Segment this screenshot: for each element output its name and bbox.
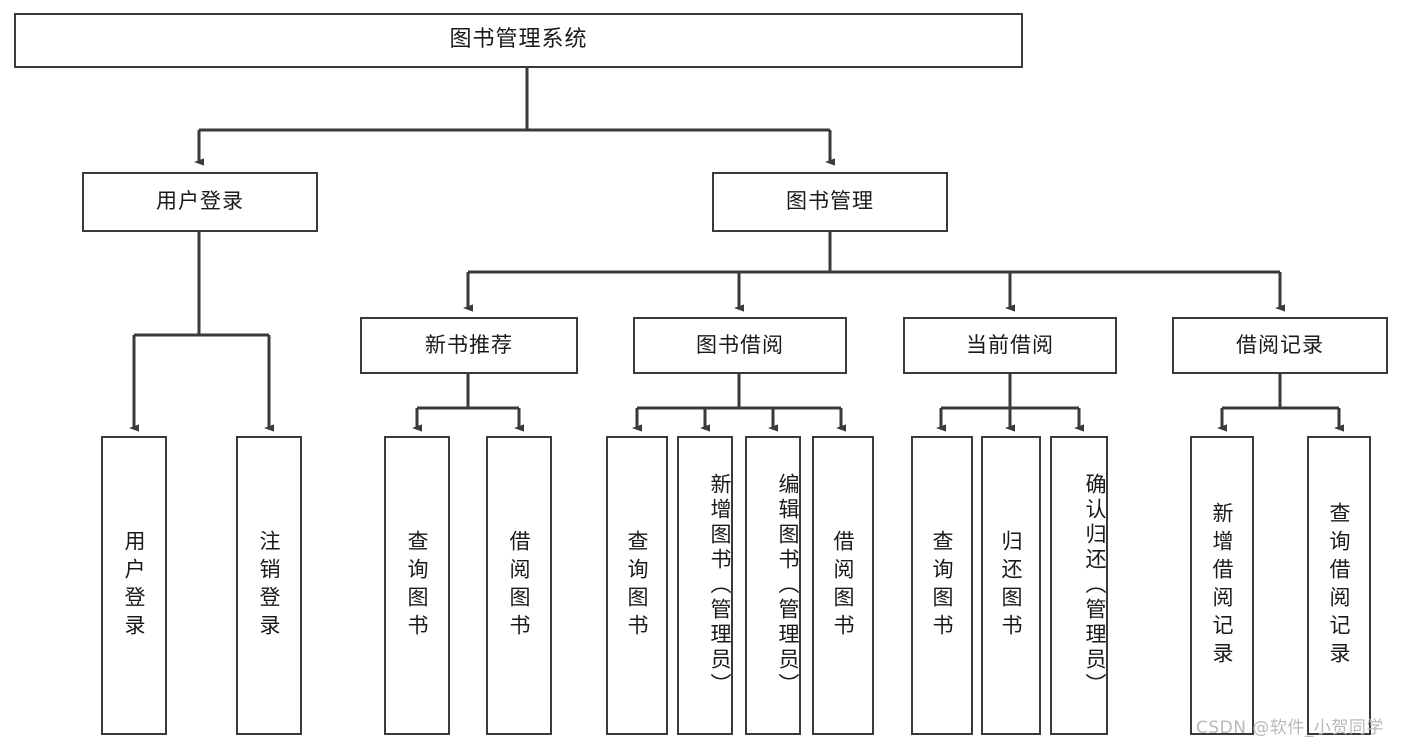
node-label: 确认归还（管理员） [1083, 473, 1107, 698]
leaf-query-books-borrowing[interactable]: 查询图书 [606, 436, 668, 735]
watermark: CSDN @软件_小贺同学 [1196, 718, 1384, 738]
leaf-borrow-books-borrowing[interactable]: 借阅图书 [812, 436, 874, 735]
node-label: 用户登录 [156, 189, 244, 214]
node-label: 编辑图书（管理员） [776, 473, 800, 698]
node-book-management[interactable]: 图书管理 [712, 172, 948, 232]
node-label: 借阅记录 [1236, 332, 1324, 357]
node-root-book-management-system[interactable]: 图书管理系统 [14, 13, 1023, 68]
node-label: 借阅图书 [831, 529, 856, 642]
leaf-query-books-new-book[interactable]: 查询图书 [384, 436, 450, 735]
node-label: 新书推荐 [425, 332, 513, 357]
node-label: 查询图书 [405, 529, 430, 642]
leaf-return-books[interactable]: 归还图书 [981, 436, 1041, 735]
leaf-query-borrowing-record[interactable]: 查询借阅记录 [1307, 436, 1371, 735]
node-label: 借阅图书 [507, 529, 532, 642]
leaf-edit-book-admin[interactable]: 编辑图书（管理员） [745, 436, 801, 735]
node-label: 当前借阅 [966, 332, 1054, 357]
node-label: 查询图书 [930, 529, 955, 642]
leaf-add-book-admin[interactable]: 新增图书（管理员） [677, 436, 733, 735]
leaf-user-login[interactable]: 用户登录 [101, 436, 167, 735]
leaf-borrow-books-new-book[interactable]: 借阅图书 [486, 436, 552, 735]
node-new-book-recommendation[interactable]: 新书推荐 [360, 317, 578, 374]
leaf-logout[interactable]: 注销登录 [236, 436, 302, 735]
node-label: 新增图书（管理员） [708, 473, 732, 698]
node-label: 图书管理系统 [449, 27, 588, 53]
node-borrowing-record[interactable]: 借阅记录 [1172, 317, 1388, 374]
leaf-confirm-return-admin[interactable]: 确认归还（管理员） [1050, 436, 1108, 735]
node-current-borrowing[interactable]: 当前借阅 [903, 317, 1117, 374]
node-book-borrowing[interactable]: 图书借阅 [633, 317, 847, 374]
node-label: 查询图书 [625, 529, 650, 642]
node-label: 注销登录 [257, 529, 282, 642]
leaf-add-borrowing-record[interactable]: 新增借阅记录 [1190, 436, 1254, 735]
node-label: 查询借阅记录 [1327, 501, 1352, 670]
node-user-login[interactable]: 用户登录 [82, 172, 318, 232]
leaf-query-books-current[interactable]: 查询图书 [911, 436, 973, 735]
node-label: 用户登录 [122, 529, 147, 642]
node-label: 新增借阅记录 [1210, 501, 1235, 670]
node-label: 图书管理 [786, 189, 874, 214]
node-label: 归还图书 [999, 529, 1024, 642]
node-label: 图书借阅 [696, 332, 784, 357]
